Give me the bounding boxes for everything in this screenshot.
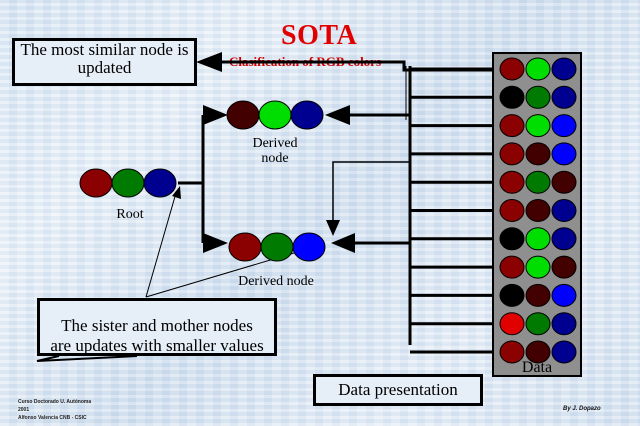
arrow-into-derived-bottom (203, 233, 228, 253)
data-row-circle (551, 340, 577, 364)
arrow-into-derived-top (203, 105, 228, 125)
page-title: SOTA (281, 20, 358, 51)
data-row-circle (525, 312, 551, 336)
root-label: Root (116, 207, 144, 222)
data-row-circle (499, 85, 525, 109)
data-row-circle (499, 227, 525, 251)
data-row-circle (499, 114, 525, 138)
credits-line1: Curso Doctorado U. Autónoma (18, 399, 92, 405)
data-row-circle (499, 142, 525, 166)
callout-most-similar: The most similar node is updated (12, 38, 197, 86)
callout-sister-mother-line2: are updates with smaller values (50, 336, 264, 356)
data-row-circle (551, 255, 577, 279)
data-row-circle (499, 340, 525, 364)
arrow-into-derived-top-right (325, 105, 350, 125)
data-row-circle (499, 283, 525, 307)
credits: Curso Doctorado U. Autónoma 2001 Alfonso… (18, 398, 91, 422)
callout-bottom-tail (36, 355, 138, 362)
connector-lines (23, 52, 492, 406)
data-row-circle (551, 312, 577, 336)
callout-sister-mother-line1: The sister and mother nodes (61, 316, 253, 335)
data-to-derived-bottom-thin-line (332, 161, 410, 230)
derived-top-node-circle (290, 100, 324, 130)
author-credit: By J. Dopazo (563, 406, 601, 412)
arrow-into-derived-bottom-right (331, 233, 355, 253)
derived-top-label-line2: node (261, 151, 289, 166)
callout-data-presentation: Data presentation (313, 374, 483, 406)
credits-line3: Alfonso Valencia CNB - CSIC (18, 415, 87, 421)
data-row-circle (525, 170, 551, 194)
credits-line2: 2001 (18, 407, 30, 413)
data-panel-label: Data (521, 359, 553, 376)
data-row-circle (551, 114, 577, 138)
data-row-circle (551, 57, 577, 81)
data-row-circle (499, 199, 525, 222)
derived-top-label-line1: Derived (252, 136, 298, 151)
derived-bottom-label: Derived node (238, 274, 314, 289)
data-row-circle (499, 255, 525, 279)
root-node-circle (143, 168, 177, 198)
data-row-circle (499, 312, 525, 336)
data-row-circle (525, 142, 551, 166)
data-row-circle (525, 283, 551, 307)
arrow-down-into-derived-bottom (326, 220, 340, 236)
nodes (79, 100, 326, 262)
data-row-circle (525, 57, 551, 81)
pointer-arrow-root (172, 186, 181, 199)
data-row-circle (551, 142, 577, 166)
arrow-into-callout-top (196, 52, 222, 72)
callout-sister-mother: The sister and mother nodes are updates … (37, 298, 277, 356)
data-row-circle (499, 57, 525, 81)
data-row-circle (551, 170, 577, 194)
data-row-circle (525, 85, 551, 109)
derived-bottom-node-circle (292, 232, 326, 262)
data-row-circle (499, 170, 525, 194)
data-row-circle (551, 227, 577, 251)
derived-top-label: Derived node (240, 136, 310, 166)
data-row-circle (551, 199, 577, 222)
data-row-connectors (410, 67, 500, 354)
data-row-circle (525, 199, 551, 222)
data-row-circle (551, 85, 577, 109)
pointer-line-root (145, 192, 177, 298)
data-row-circle (525, 340, 551, 364)
data-row-circle (525, 255, 551, 279)
data-row-circle (525, 227, 551, 251)
data-row-circle (551, 283, 577, 307)
data-row-circle (525, 114, 551, 138)
